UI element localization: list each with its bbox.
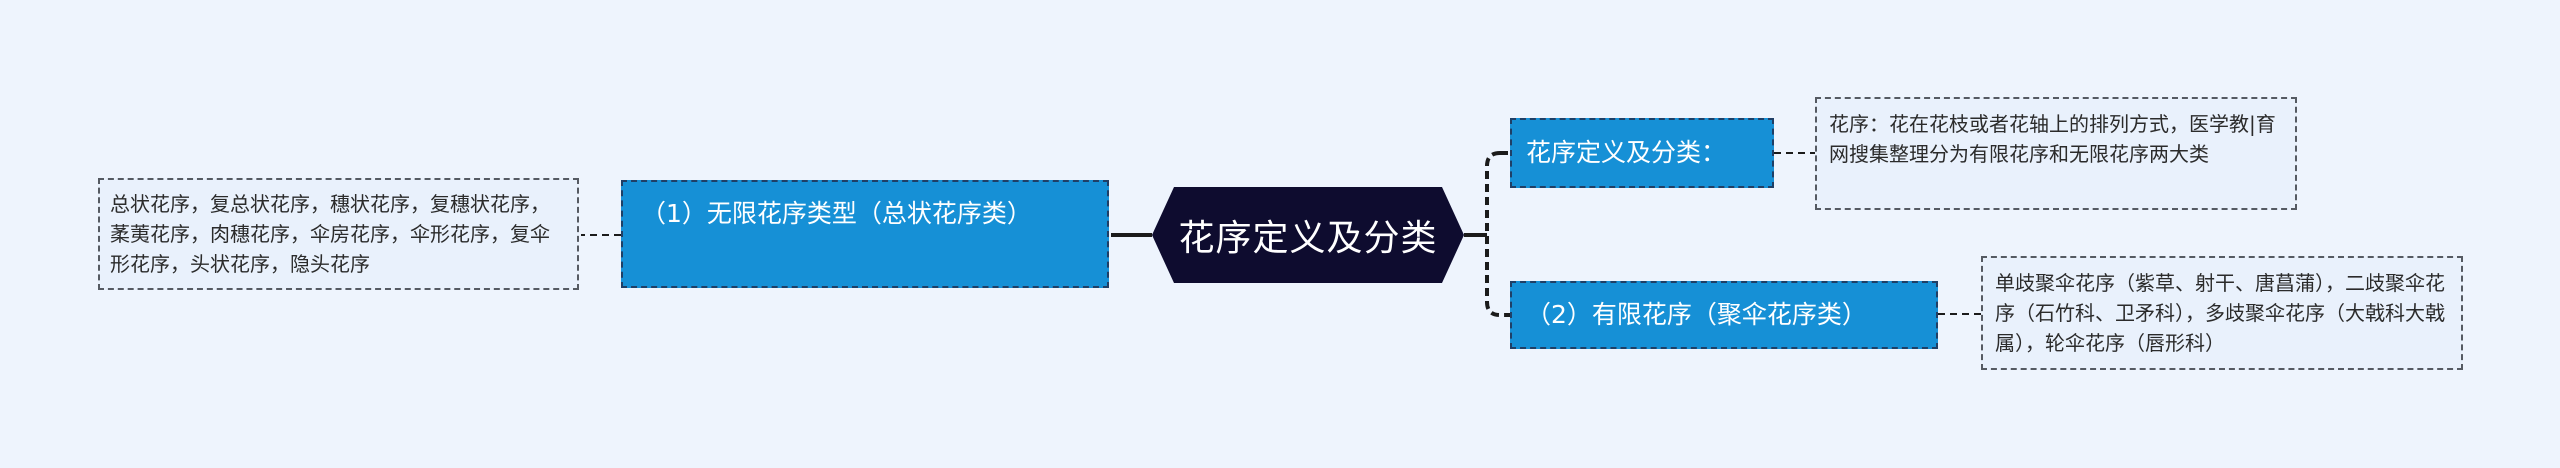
branch-limited-inflorescence[interactable]: （2）有限花序（聚伞花序类） [1510,281,1938,349]
root-node[interactable]: 花序定义及分类 [1152,187,1464,283]
leaf-unlimited-types[interactable]: 总状花序，复总状花序，穗状花序，复穗状花序，葇荑花序，肉穗花序，伞房花序，伞形花… [98,178,579,290]
leaf-unlimited-text: 总状花序，复总状花序，穗状花序，复穗状花序，葇荑花序，肉穗花序，伞房花序，伞形花… [110,192,550,276]
root-node-label: 花序定义及分类 [1178,218,1438,259]
leaf-definition-text: 花序：花在花枝或者花轴上的排列方式，医学教|育网搜集整理分为有限花序和无限花序两… [1829,112,2276,166]
connector-right-split [1485,151,1510,317]
leaf-limited-types[interactable]: 单歧聚伞花序（紫草、射干、唐菖蒲），二歧聚伞花序（石竹科、卫矛科），多歧聚伞花序… [1981,256,2463,370]
branch-definition[interactable]: 花序定义及分类： [1510,118,1774,188]
branch-limited-label: （2）有限花序（聚伞花序类） [1526,300,1867,329]
leaf-limited-text: 单歧聚伞花序（紫草、射干、唐菖蒲），二歧聚伞花序（石竹科、卫矛科），多歧聚伞花序… [1995,271,2445,355]
branch-unlimited-inflorescence[interactable]: （1）无限花序类型（总状花序类） [621,180,1109,288]
branch-unlimited-label: （1）无限花序类型（总状花序类） [641,199,1032,228]
leaf-definition[interactable]: 花序：花在花枝或者花轴上的排列方式，医学教|育网搜集整理分为有限花序和无限花序两… [1815,97,2297,210]
branch-definition-label: 花序定义及分类： [1526,138,1727,167]
